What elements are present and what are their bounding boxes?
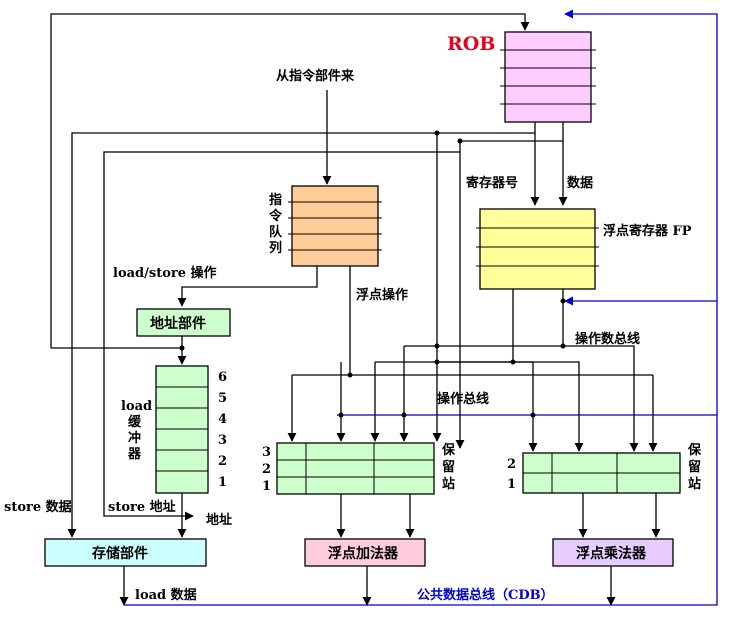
junction-dots [179,130,566,418]
load-buffer-char: 冲 [128,430,141,446]
mult-rs-label: 保 留 站 [687,442,702,492]
operand-bus-label: 操作数总线 [575,331,640,347]
adder-rs-char: 站 [442,476,455,492]
cdb-bus [124,9,718,606]
mult-station-rows: 2 1 [507,457,516,492]
cdb-label: 公共数据总线（CDB） [417,587,554,603]
fp-register-file [476,208,599,290]
from-instruction-unit-label: 从指令部件来 [276,68,355,84]
wire-rob-bus-a [67,132,535,538]
adder-rs-label: 保 留 站 [441,442,456,492]
load-buffer-slot: 6 [218,370,227,385]
junction-dot [434,130,440,136]
instruction-queue-char: 列 [269,240,282,256]
mult-reservation-station [522,452,681,494]
mult-rs-char: 站 [688,476,701,492]
adder-rs-char: 保 [441,442,456,458]
junction-dot [338,412,344,418]
load-buffer-slot: 2 [218,454,227,469]
adder-rs-box [276,442,435,495]
cdb-main [124,9,718,606]
address-unit-box [136,308,231,337]
adder-station-row: 3 [262,445,271,460]
wires [50,13,661,606]
junction-dot [457,138,463,144]
wire-top-loop [50,13,530,348]
junction-dot [510,359,516,365]
junction-dot [530,412,536,418]
fp-registers-label: 浮点寄存器 FP [603,223,692,239]
wire-operand-bus-upper [404,345,639,452]
fp-adder-box [304,538,426,567]
load-buffer-slot: 5 [218,391,227,406]
adder-station-row: 1 [262,479,271,494]
load-buffer-title: load [121,399,152,414]
fp-multiplier-label: 浮点乘法器 [576,545,647,562]
instruction-queue [288,185,382,267]
load-buffer [155,365,209,494]
address-unit-label: 地址部件 [150,315,206,332]
junction-dot [179,345,185,351]
load-data-label: load 数据 [135,587,197,603]
wire-bus-to-mult [437,361,538,452]
rob-label: ROB [447,33,495,55]
fp-multiplier-box [552,538,674,567]
rob-buffer [500,31,596,123]
adder-rs-char: 留 [442,459,455,475]
mult-rs-char: 留 [688,459,701,475]
wire-queue-loadstore [177,266,318,307]
instruction-queue-char: 队 [269,225,283,240]
rob-box [504,31,592,123]
junction-dot [434,343,440,349]
mult-station-row: 2 [507,457,516,472]
junction-dot [560,343,566,349]
instruction-queue-label: 指 令 队 列 [269,192,283,256]
fp-operation-label: 浮点操作 [356,287,408,303]
junction-dot [434,359,440,365]
fp-adder-label: 浮点加法器 [328,545,399,562]
load-store-op-label: load/store 操作 [113,265,217,281]
junction-dot [560,298,566,304]
mult-station-row: 1 [507,477,516,492]
load-buffer-slot-numbers: 6 5 4 3 2 1 [218,370,227,490]
load-buffer-slot: 1 [218,475,227,490]
adder-station-row: 2 [262,462,271,477]
load-buffer-slot: 4 [218,412,227,427]
fp-register-box [479,208,596,290]
data-label: 数据 [567,175,593,191]
store-unit-box [44,538,207,567]
store-data-label: store 数据 [4,499,72,515]
load-buffer-slot: 3 [218,433,227,448]
store-address-label: store 地址 [108,499,176,515]
instruction-queue-char: 令 [269,208,283,224]
mult-rs-char: 保 [687,442,702,458]
register-number-label: 寄存器号 [466,175,518,191]
store-unit-label: 存储部件 [92,545,148,562]
junction-dot [347,372,353,378]
wire-rob-bus-c [103,151,460,521]
load-buffer-char: 器 [127,447,142,462]
instruction-queue-char: 指 [269,192,282,208]
adder-reservation-station [276,442,435,495]
load-buffer-char: 缓 [128,414,142,430]
operation-bus-label: 操作总线 [437,391,489,407]
adder-station-rows: 3 2 1 [262,445,271,494]
instruction-queue-box [291,185,379,267]
load-buffer-label: load 缓 冲 器 [121,399,152,462]
address-label: 地址 [206,512,232,528]
junction-dot [401,412,407,418]
